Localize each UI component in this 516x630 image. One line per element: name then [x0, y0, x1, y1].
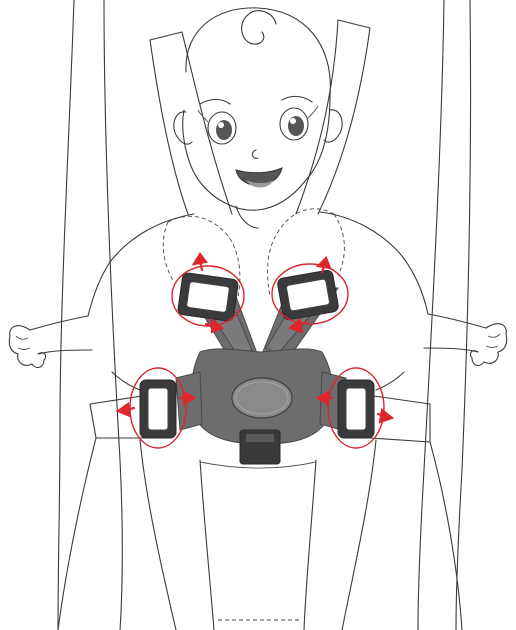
left-waist-buckle[interactable] [140, 380, 176, 438]
adjust-arrow-icon [378, 410, 392, 422]
left-shoulder-buckle[interactable] [177, 272, 238, 321]
outer-straps [58, 0, 471, 630]
center-chest-panel [176, 349, 346, 464]
right-shoulder-buckle[interactable] [277, 269, 339, 320]
right-waist-buckle[interactable] [338, 380, 374, 438]
adjust-arrow-icon [118, 404, 134, 416]
adjust-arrow-icon [318, 258, 330, 272]
carrier-lower-panel [58, 438, 462, 630]
baby-head [174, 8, 342, 228]
